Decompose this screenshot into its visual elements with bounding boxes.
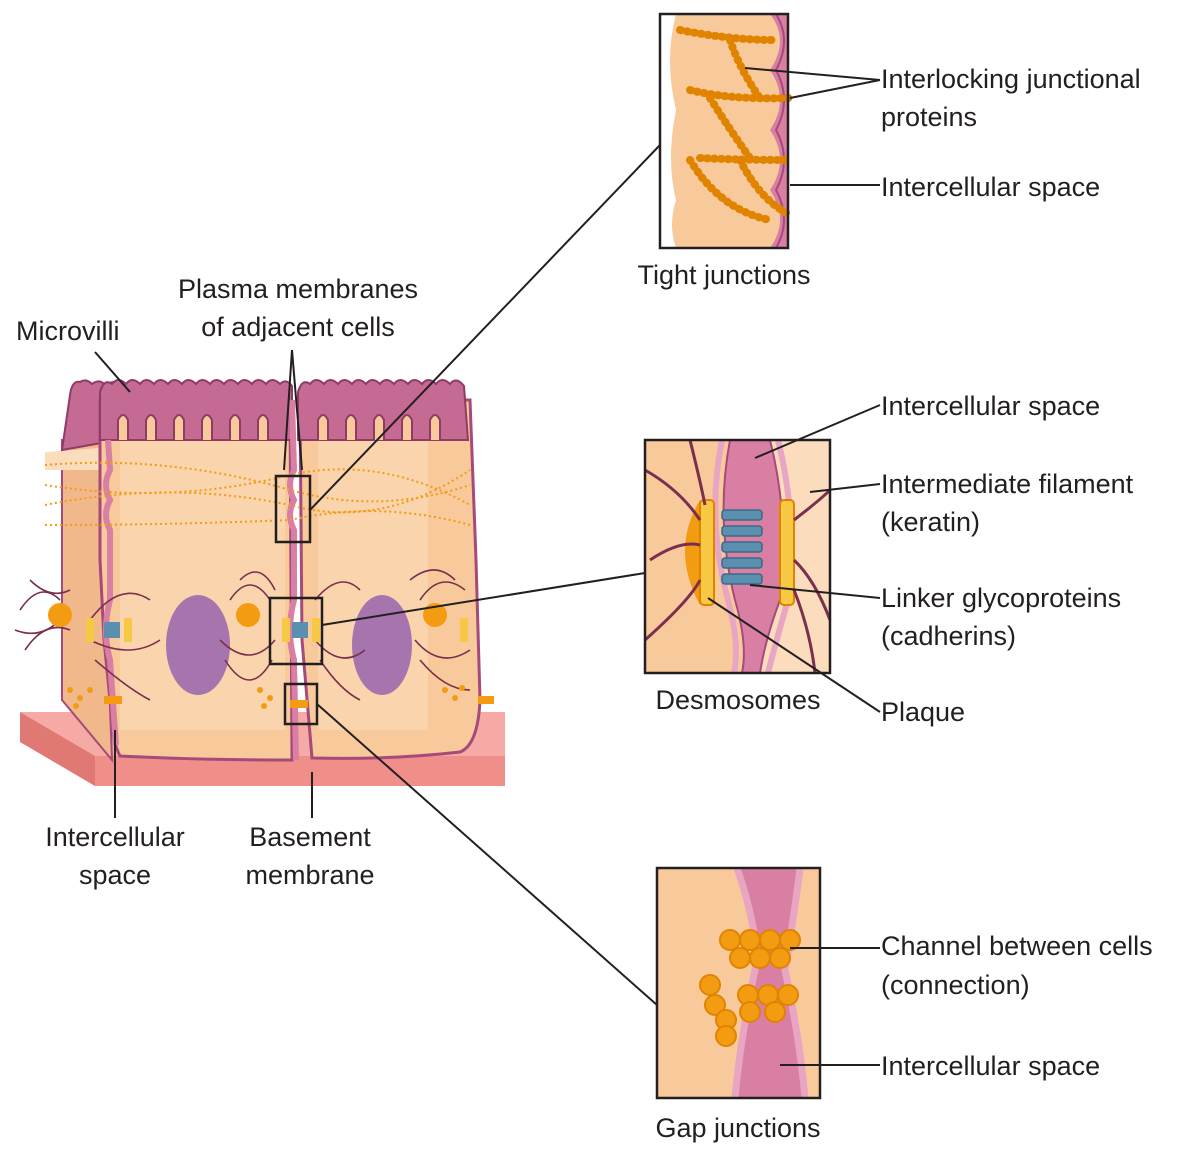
label-intercellular-space-1: Intercellular — [45, 822, 185, 852]
desmosome-plaque-left — [699, 499, 715, 606]
nucleus-left — [166, 595, 230, 695]
connexon-channels — [699, 929, 801, 1047]
label-linker-glycoproteins-1: Linker glycoproteins — [881, 583, 1122, 613]
gap-junctions-panel — [655, 866, 822, 1100]
label-intermediate-filament-1: Intermediate filament — [881, 469, 1134, 499]
leader-lines — [94, 67, 881, 1066]
label-gap-intercellular-space: Intercellular space — [881, 1051, 1101, 1081]
label-interlocking-proteins-1: Interlocking junctional — [881, 64, 1141, 94]
caption-desmosomes: Desmosomes — [655, 685, 821, 715]
label-channel-1: Channel between cells — [881, 931, 1153, 961]
gap-junctions-main — [67, 685, 494, 709]
label-plaque: Plaque — [881, 697, 966, 727]
label-intermediate-filament-2: (keratin) — [881, 507, 981, 537]
label-channel-2: (connection) — [881, 970, 1030, 1000]
desmosome-plaque-right — [779, 499, 795, 606]
label-linker-glycoproteins-2: (cadherins) — [881, 621, 1017, 651]
desmosomes-panel — [643, 438, 832, 675]
interlocking-proteins — [676, 26, 794, 224]
label-interlocking-proteins-2: proteins — [881, 102, 978, 132]
microvilli-fingers — [117, 414, 441, 440]
intercellular-space-main — [287, 399, 299, 761]
label-desmosome-intercellular-space: Intercellular space — [881, 391, 1101, 421]
caption-tight-junctions: Tight junctions — [637, 260, 811, 290]
keratin-filaments — [644, 439, 832, 674]
tight-junctions-panel — [658, 12, 794, 250]
label-basement-membrane-2: membrane — [245, 860, 375, 890]
label-intercellular-space-2: space — [78, 860, 152, 890]
intermediate-filaments — [14, 569, 471, 701]
label-basement-membrane-1: Basement — [249, 822, 371, 852]
nucleus-right — [352, 595, 412, 695]
label-tight-intercellular-space: Intercellular space — [881, 172, 1101, 202]
epithelium-illustration — [14, 379, 505, 786]
caption-gap-junctions: Gap junctions — [655, 1113, 821, 1143]
desmosome-zoom-box — [268, 596, 324, 666]
desmosome-plaque-dark — [685, 500, 700, 605]
cadherins — [721, 509, 763, 585]
label-microvilli: Microvilli — [16, 316, 120, 346]
desmosomes-main — [48, 603, 468, 642]
label-plasma-membranes-1: Plasma membranes — [177, 274, 419, 304]
label-plasma-membranes-2: of adjacent cells — [201, 312, 395, 342]
